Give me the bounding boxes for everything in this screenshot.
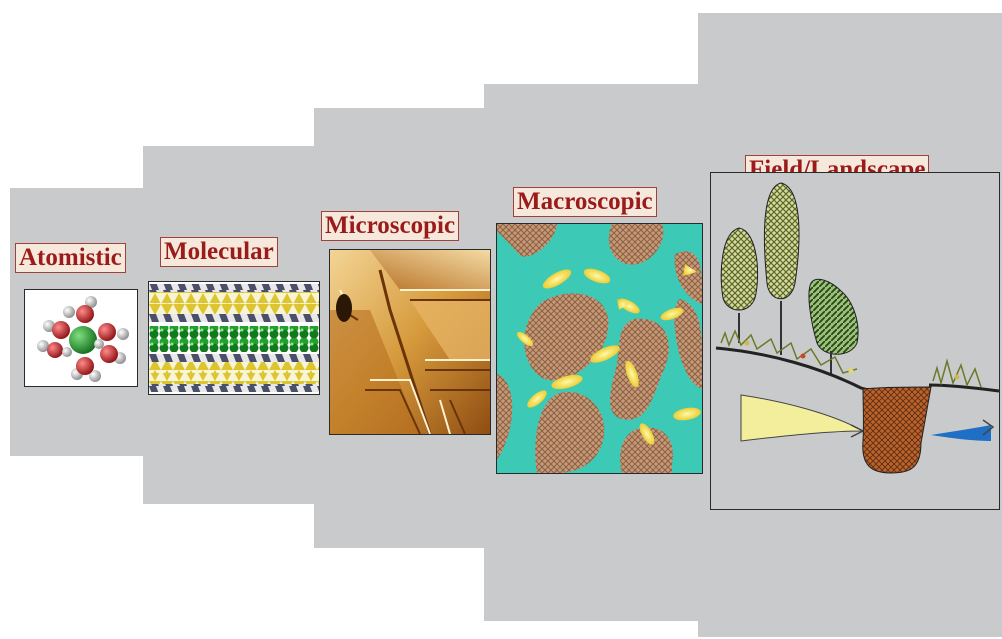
label-atomistic: Atomistic (15, 243, 126, 273)
field-landscape-frame (710, 172, 1000, 510)
label-microscopic: Microscopic (321, 211, 459, 241)
landscape-image (711, 173, 999, 509)
molecular-frame (148, 281, 320, 395)
crystal-surface-image (330, 250, 490, 434)
molecule-cluster-image (25, 290, 137, 386)
soil-aggregates-image (497, 224, 702, 473)
macroscopic-frame (496, 223, 703, 474)
label-molecular: Molecular (160, 237, 278, 267)
layered-structure-image (149, 282, 319, 394)
microscopic-frame (329, 249, 491, 435)
label-macroscopic: Macroscopic (513, 187, 657, 217)
atomistic-frame (24, 289, 138, 387)
